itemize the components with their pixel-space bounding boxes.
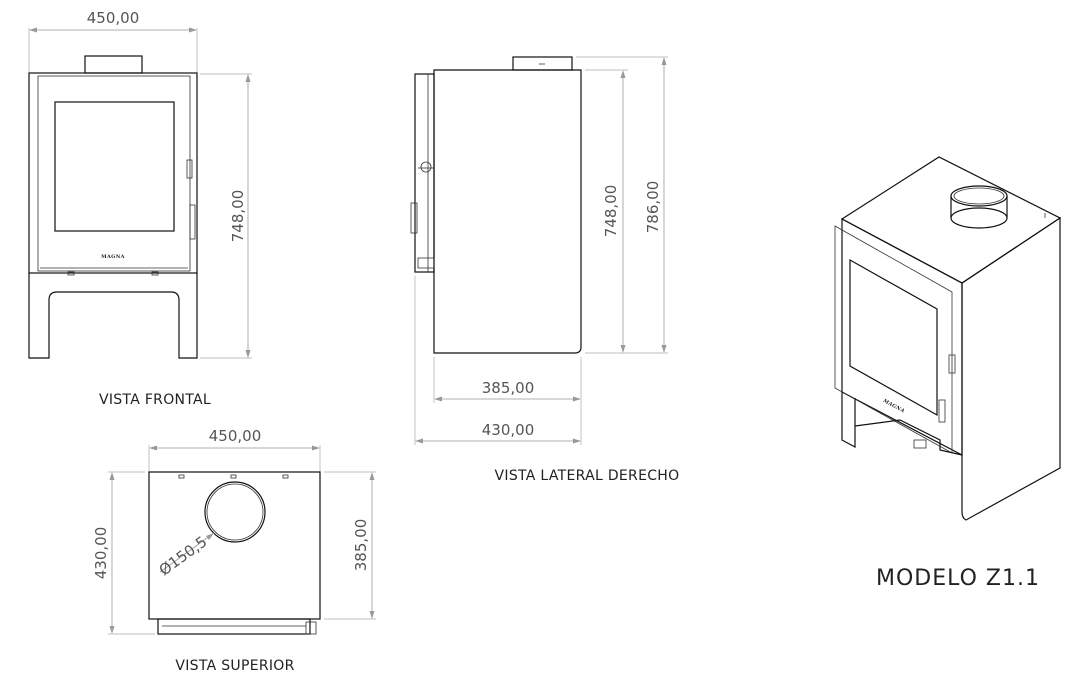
side-depth-dimensions: 385,00 430,00	[414, 276, 582, 445]
side-view-caption: VISTA LATERAL DERECHO	[495, 468, 680, 484]
iso-leg-left	[841, 392, 856, 449]
front-width-label: 450,00	[87, 9, 140, 27]
top-flue-leader	[159, 532, 215, 573]
front-width-dimension: 450,00	[28, 9, 198, 75]
side-flue-collar	[512, 56, 573, 71]
front-view: 450,00 748,00 MAGNA VISTA FRONTAL	[28, 9, 252, 408]
front-legs	[28, 273, 198, 359]
iso-glass-window	[849, 258, 938, 417]
iso-side-face	[961, 216, 1061, 521]
front-height-dimension: 748,00	[200, 73, 252, 359]
top-depth-label-b: 385,00	[352, 519, 370, 572]
iso-front-face	[841, 218, 963, 456]
top-flue-label: Ø150,5	[156, 533, 211, 580]
side-body-outline	[433, 69, 582, 354]
top-width-label: 450,00	[209, 427, 262, 445]
front-height-label: 748,00	[229, 190, 247, 243]
side-view: 748,00 786,00 385,00 430,00 VISTA LATERA…	[410, 56, 680, 484]
top-view-caption: VISTA SUPERIOR	[175, 658, 294, 674]
top-view: 450,00 Ø150,5 430,00 385,00 VI	[92, 427, 376, 674]
iso-flue-collar	[950, 185, 1008, 229]
front-body-outline	[28, 72, 198, 274]
iso-brand-logo: MAGNA	[881, 398, 906, 414]
side-latch	[410, 202, 418, 234]
front-brand-logo: MAGNA	[101, 254, 125, 260]
model-label: MODELO Z1.1	[876, 566, 1040, 591]
top-flue-circle	[204, 481, 266, 543]
front-side-latch	[189, 204, 196, 240]
front-glass-window	[54, 101, 175, 232]
side-depth-label-a: 385,00	[482, 379, 535, 397]
top-door-strip	[157, 618, 311, 635]
side-height-label-a: 748,00	[602, 185, 620, 238]
isometric-view: MAGNA	[834, 156, 1062, 521]
front-view-caption: VISTA FRONTAL	[99, 392, 211, 408]
side-height-dimensions: 748,00 786,00	[576, 56, 668, 354]
top-depth-label-a: 430,00	[92, 527, 110, 580]
side-height-label-b: 786,00	[644, 181, 662, 234]
side-handle-knob	[420, 161, 432, 173]
front-door-handle	[186, 159, 193, 179]
side-door-profile	[414, 73, 435, 273]
front-door-frame	[37, 75, 191, 272]
iso-leg-cross	[854, 419, 963, 456]
side-depth-label-b: 430,00	[482, 421, 535, 439]
iso-door-handle	[948, 354, 956, 374]
top-body-outline	[148, 471, 321, 620]
top-depth-dimensions: 430,00 385,00	[92, 471, 376, 635]
front-flue-collar	[84, 55, 143, 74]
top-width-dimension: 450,00	[148, 427, 321, 472]
